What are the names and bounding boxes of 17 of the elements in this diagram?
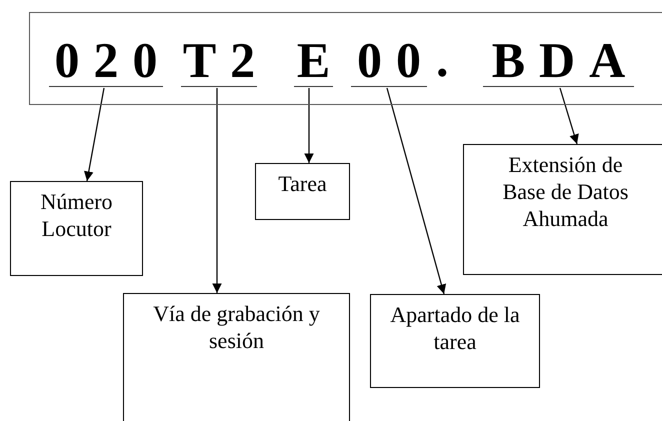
label-box: Tarea xyxy=(255,163,350,220)
arrow xyxy=(84,88,105,182)
filename-segment: 020 xyxy=(49,31,163,87)
filename-segment: BDA xyxy=(483,31,634,87)
dot-separator: . xyxy=(436,30,448,88)
arrow xyxy=(386,88,446,294)
filename-segment: 00 xyxy=(351,31,427,87)
filename-segment: E xyxy=(294,31,333,87)
label-box: Número Locutor xyxy=(10,181,143,276)
arrow xyxy=(304,88,314,163)
arrow xyxy=(212,88,222,293)
filename-frame xyxy=(29,12,662,105)
label-box: Apartado de la tarea xyxy=(370,294,540,388)
arrow xyxy=(559,88,579,144)
label-box: Extensión de Base de Datos Ahumada xyxy=(463,144,662,275)
filename-segment: T2 xyxy=(181,31,257,87)
label-box: Vía de grabación y sesión xyxy=(123,293,350,421)
